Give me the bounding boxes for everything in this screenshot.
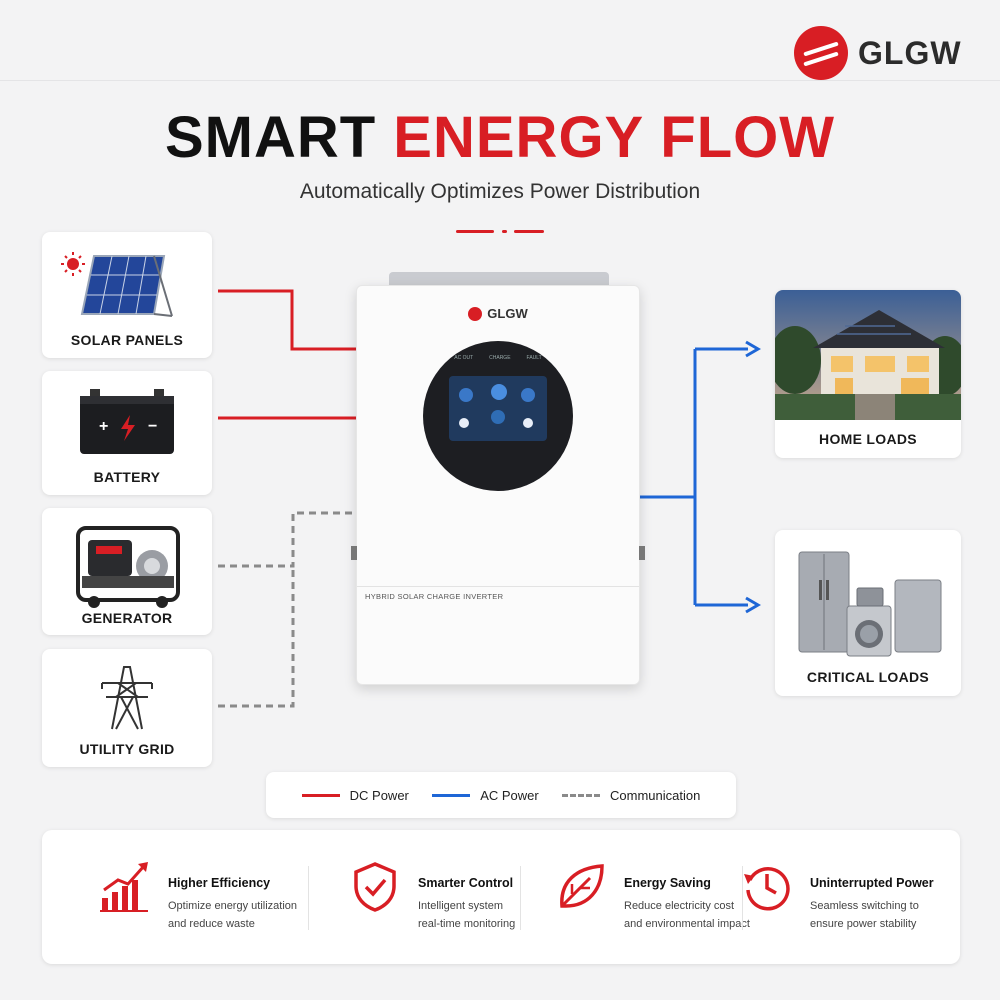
- transmission-tower-icon: [101, 666, 153, 730]
- source-card-grid: UTILITY GRID: [42, 649, 212, 767]
- source-label-generator: GENERATOR: [81, 610, 173, 626]
- lcd-screen: [449, 376, 547, 441]
- feature-title: Higher Efficiency: [168, 876, 271, 890]
- indicator-ac-out: AC OUT: [454, 355, 474, 361]
- legend-item-dc: DC Power: [301, 787, 409, 803]
- load-label-home: HOME LOADS: [819, 431, 917, 447]
- brand-mark-icon: [794, 26, 848, 80]
- brand-name: GLGW: [858, 34, 962, 71]
- battery-icon: + −: [80, 389, 174, 454]
- title-part-2: ENERGY FLOW: [393, 105, 836, 170]
- source-card-solar: SOLAR PANELS: [42, 232, 212, 358]
- indicator-fault: FAULT: [526, 355, 542, 361]
- features-panel: Higher Efficiency Optimize energy utiliz…: [42, 830, 960, 964]
- bar-chart-growth-icon: [100, 862, 148, 912]
- load-card-critical: CRITICAL LOADS: [775, 530, 961, 696]
- house-image: [775, 290, 961, 420]
- hybrid-inverter: GLGW AC OUT CHARGE FAULT HYBRID SOLAR CH…: [351, 285, 645, 685]
- indicator-charge: CHARGE: [489, 355, 511, 361]
- comm-line-generator: [218, 511, 356, 568]
- clock-cycle-icon: [744, 867, 790, 911]
- page-title: SMART ENERGY FLOW: [0, 104, 1000, 171]
- inverter-bottom-panel: [357, 586, 639, 684]
- arrow-home-icon: [745, 340, 761, 358]
- feature-efficiency: Higher Efficiency Optimize energy utiliz…: [98, 860, 326, 940]
- title-part-1: SMART: [164, 105, 377, 170]
- feature-uninterrupted: Uninterrupted Power Seamless switching t…: [740, 860, 968, 940]
- svg-text:−: −: [148, 418, 157, 435]
- page-subtitle: Automatically Optimizes Power Distributi…: [299, 180, 701, 203]
- load-card-home: HOME LOADS: [775, 290, 961, 458]
- leaf-icon: [560, 864, 604, 908]
- source-card-generator: GENERATOR: [42, 508, 212, 635]
- terminal-tab-left: [351, 546, 357, 560]
- legend-label-dc: DC Power: [349, 787, 409, 803]
- source-card-battery: + − BATTERY: [42, 371, 212, 495]
- header-divider-line: [0, 80, 1000, 81]
- appliances-image: [798, 551, 942, 657]
- feature-divider: [520, 866, 521, 930]
- comm-line-grid: [218, 566, 295, 708]
- inverter-display: AC OUT CHARGE FAULT: [423, 341, 573, 491]
- feature-divider: [308, 866, 309, 930]
- legend-item-comm: Communication: [562, 788, 700, 803]
- legend-item-ac: AC Power: [432, 788, 539, 803]
- source-label-grid: UTILITY GRID: [79, 741, 175, 757]
- brand-logo: GLGW: [794, 26, 962, 80]
- feature-divider: [742, 866, 743, 930]
- dc-line-solar: [218, 289, 356, 351]
- legend-label-ac: AC Power: [480, 787, 539, 803]
- inverter-model-label: HYBRID SOLAR CHARGE INVERTER: [365, 592, 504, 601]
- svg-text:+: +: [99, 418, 108, 435]
- load-label-critical: CRITICAL LOADS: [806, 669, 930, 685]
- legend-swatch-ac: [432, 793, 471, 797]
- inverter-brand-mark-icon: [468, 306, 483, 321]
- legend: DC Power AC Power Communication: [266, 772, 736, 818]
- feature-title: Smarter Control: [418, 876, 514, 890]
- arrow-critical-icon: [745, 596, 761, 614]
- source-label-battery: BATTERY: [93, 469, 161, 485]
- solar-panel-icon: [61, 252, 173, 317]
- source-label-solar: SOLAR PANELS: [70, 332, 184, 348]
- title-divider: [456, 230, 546, 234]
- generator-icon: [76, 526, 180, 608]
- indicator-leds: AC OUT CHARGE FAULT: [423, 355, 573, 361]
- inverter-logo: GLGW: [357, 306, 639, 321]
- legend-label-comm: Communication: [610, 787, 701, 803]
- terminal-tab-right: [639, 546, 645, 560]
- shield-check-icon: [354, 862, 396, 912]
- inverter-brand-name: GLGW: [487, 306, 528, 321]
- legend-swatch-dc: [301, 793, 340, 797]
- feature-title: Uninterrupted Power: [810, 876, 934, 890]
- legend-swatch-comm: [562, 793, 601, 797]
- feature-title: Energy Saving: [624, 876, 711, 890]
